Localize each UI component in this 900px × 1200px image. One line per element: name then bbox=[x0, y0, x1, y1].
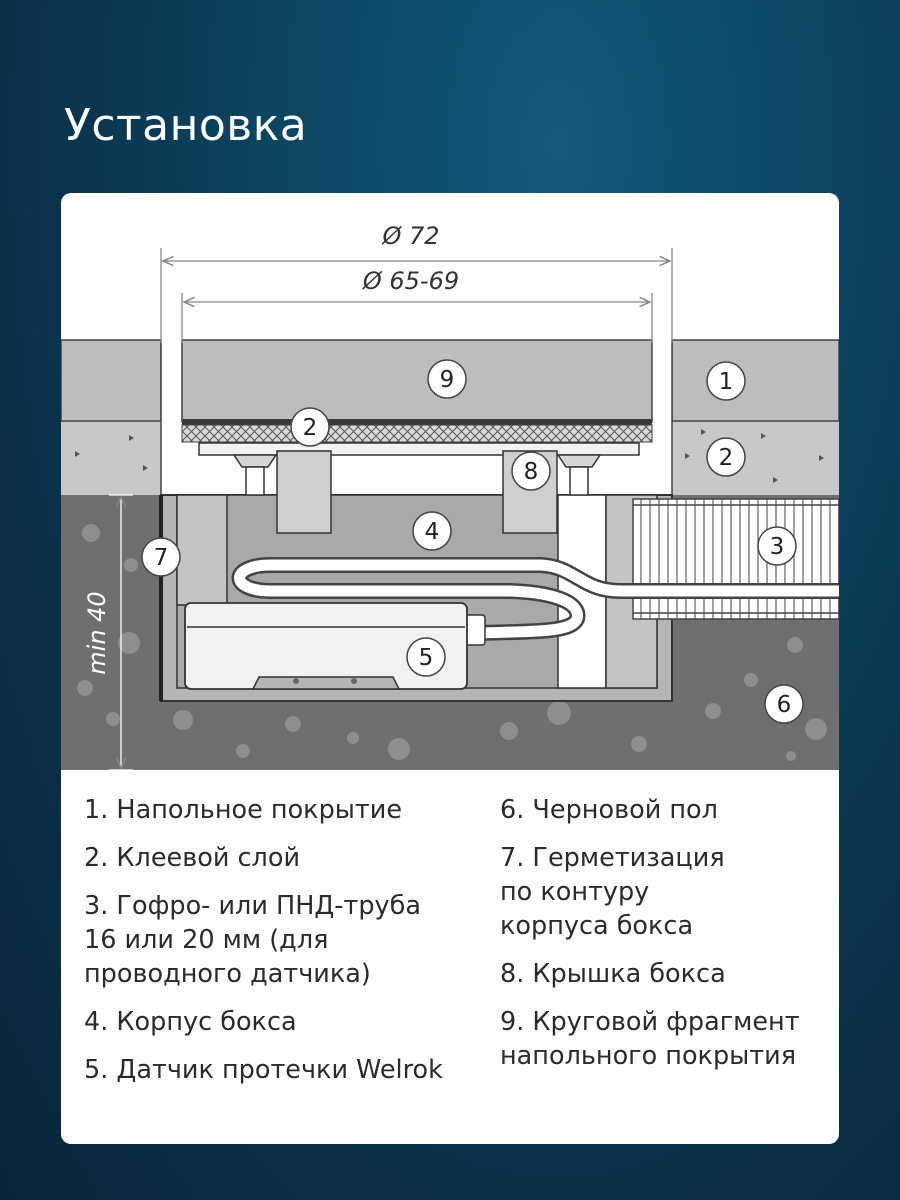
dimension-outer bbox=[160, 248, 673, 343]
installation-diagram: Ø 72 Ø 65-69 min 40 1 2 2 3 bbox=[61, 222, 839, 770]
installation-card: Ø 72 Ø 65-69 min 40 1 2 2 3 bbox=[61, 193, 839, 1144]
lid-plate bbox=[198, 442, 640, 456]
dimension-depth bbox=[109, 494, 133, 770]
svg-text:7: 7 bbox=[154, 545, 169, 571]
svg-text:3: 3 bbox=[770, 534, 785, 560]
legend-right-column: 6. Черновой пол 7. Герметизация по конту… bbox=[500, 793, 830, 1087]
callout-4: 4 bbox=[412, 511, 452, 551]
legend-item-subfloor: 6. Черновой пол bbox=[500, 795, 718, 825]
screw-left bbox=[232, 454, 278, 496]
callout-7: 7 bbox=[141, 537, 181, 577]
dimension-inner bbox=[181, 293, 653, 343]
page-title: Установка bbox=[64, 100, 308, 151]
callout-2-left: 2 bbox=[290, 407, 330, 447]
legend-item-floor-fragment: 9. Круговой фрагмент напольного покрытия bbox=[500, 1007, 800, 1071]
legend-item-adhesive-layer: 2. Клеевой слой bbox=[84, 843, 301, 873]
adhesive-specks bbox=[75, 429, 824, 483]
floor-covering-right bbox=[671, 339, 839, 422]
svg-text:1: 1 bbox=[719, 369, 734, 395]
box-left-wall bbox=[176, 494, 228, 606]
floor-fragment bbox=[181, 339, 653, 423]
legend-item-sealing: 7. Герметизация по контуру корпуса бокса bbox=[500, 843, 725, 941]
legend-item-corrugated-pipe: 3. Гофро- или ПНД-труба 16 или 20 мм (дл… bbox=[84, 891, 421, 989]
lid-leg-left bbox=[276, 450, 332, 534]
callout-1: 1 bbox=[706, 361, 746, 401]
dimension-outer-label: Ø 72 bbox=[381, 222, 439, 250]
screw-right bbox=[556, 454, 602, 496]
svg-text:9: 9 bbox=[440, 367, 455, 393]
legend-item-floor-covering: 1. Напольное покрытие bbox=[84, 795, 403, 825]
legend-left-column: 1. Напольное покрытие 2. Клеевой слой 3.… bbox=[84, 793, 494, 1101]
svg-text:2: 2 bbox=[719, 445, 734, 471]
adhesive-layer-right bbox=[672, 421, 839, 495]
svg-text:5: 5 bbox=[419, 645, 434, 671]
callout-3: 3 bbox=[757, 526, 797, 566]
svg-text:8: 8 bbox=[524, 459, 539, 485]
corrugated-pipe bbox=[632, 498, 839, 620]
legend-item-leak-sensor: 5. Датчик протечки Welrok bbox=[84, 1055, 443, 1085]
floor-covering-left bbox=[61, 339, 162, 422]
callout-6: 6 bbox=[764, 684, 804, 724]
svg-text:4: 4 bbox=[425, 519, 440, 545]
floor-fragment-backing bbox=[182, 419, 652, 425]
adhesive-hatch bbox=[181, 424, 653, 443]
adhesive-layer-left bbox=[61, 421, 161, 495]
callout-5: 5 bbox=[406, 637, 446, 677]
dimension-inner-label: Ø 65-69 bbox=[362, 267, 459, 295]
callout-2-right: 2 bbox=[706, 437, 746, 477]
callout-8: 8 bbox=[511, 451, 551, 491]
legend-item-box-body: 4. Корпус бокса bbox=[84, 1007, 297, 1037]
legend-item-box-lid: 8. Крышка бокса bbox=[500, 959, 726, 989]
callout-9: 9 bbox=[427, 359, 467, 399]
svg-text:6: 6 bbox=[777, 692, 792, 718]
svg-text:2: 2 bbox=[303, 415, 318, 441]
leak-sensor bbox=[184, 602, 486, 690]
dimension-depth-label: min 40 bbox=[83, 591, 111, 674]
